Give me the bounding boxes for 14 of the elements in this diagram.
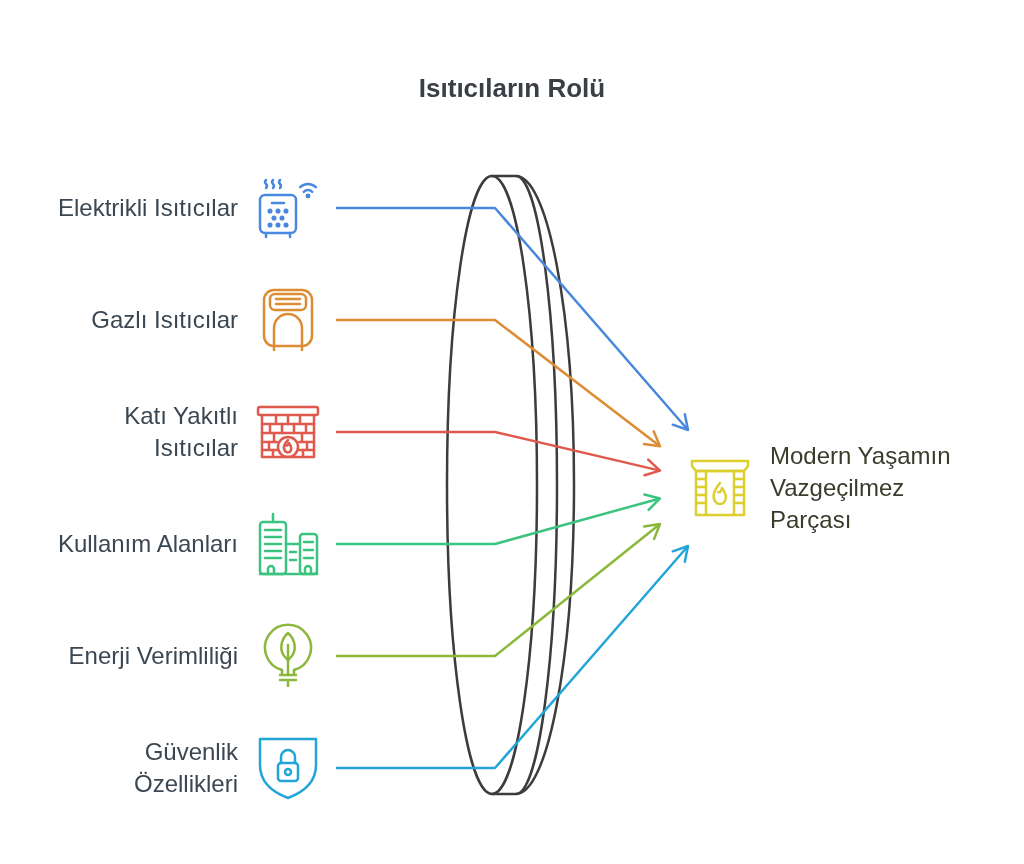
- category-label: Katı Yakıtlı Isıtıcılar: [123, 401, 238, 463]
- category-label: Kullanım Alanları: [57, 529, 238, 559]
- diagram-title: Isıtıcıların Rolü: [417, 72, 607, 105]
- arrow: [336, 430, 662, 477]
- category-label: Elektrikli Isıtıcılar: [57, 193, 238, 223]
- arrow: [336, 318, 662, 448]
- outcome-label: Modern Yaşamın Vazgeçilmez Parçası: [770, 441, 952, 535]
- arrow: [336, 544, 690, 770]
- arrow: [336, 522, 662, 658]
- category-label: Güvenlik Özellikleri: [133, 737, 238, 799]
- arrow: [336, 493, 662, 546]
- arrow: [336, 206, 690, 432]
- category-label: Gazlı Isıtıcılar: [91, 305, 238, 335]
- category-label: Enerji Verimliliği: [68, 641, 238, 671]
